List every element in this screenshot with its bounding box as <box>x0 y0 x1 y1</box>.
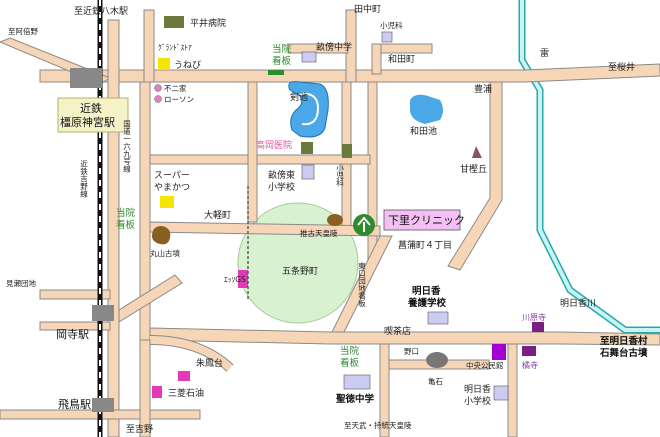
label-yogo: 養護学校 <box>407 297 447 309</box>
label-super: スーパー <box>154 170 190 181</box>
label-seitoku: 聖徳中学 <box>336 393 375 405</box>
label-kinkan: 近鉄吉野線 <box>79 159 88 198</box>
label-toyoura: 豊浦 <box>474 83 492 95</box>
maruyama-mound <box>152 226 171 245</box>
label-takaoka: 高岡医院 <box>256 139 292 151</box>
label-kanban1: 看板 <box>272 55 292 67</box>
chuo-bldg <box>492 344 506 360</box>
label-amakashi: 甘樫丘 <box>460 163 487 175</box>
label-to-yagi: 至近鉄八木駅 <box>74 5 128 17</box>
label-shogakko: 小学校 <box>268 181 295 193</box>
label-okadera: 岡寺駅 <box>56 328 89 341</box>
label-kanban2: 看板 <box>116 219 136 231</box>
asuka-sho-bldg <box>493 385 509 401</box>
label-toin1: 当院 <box>272 43 292 55</box>
label-kengo: 推古天皇陵 <box>300 228 338 238</box>
label-clinic: 下里クリニック <box>388 214 465 227</box>
label-gojono: 五条野町 <box>282 265 318 277</box>
station-label-box <box>57 97 129 133</box>
label-asuka-stn: 飛鳥駅 <box>58 397 91 411</box>
tachibana-bldg <box>522 346 536 356</box>
label-kanban3: 看板 <box>340 357 360 369</box>
label-kawahara: 川原寺 <box>522 313 546 322</box>
label-unebi: うねび <box>174 60 201 71</box>
label-kanaike: 剣池 <box>290 91 308 103</box>
label-higashiguchi: 東口団地看板 <box>357 261 366 309</box>
unebi-jhs-bldg <box>301 51 317 63</box>
shoji1-bldg <box>381 31 393 43</box>
label-chuo: 中央公民館 <box>466 360 504 370</box>
grand-store-bldg <box>158 58 170 70</box>
label-to-sakurai: 至桜井 <box>608 61 635 73</box>
label-to-abe: 至阿倍野 <box>8 26 38 36</box>
label-mitsubishi: 三菱石油 <box>168 387 204 399</box>
label-lawson: ローソン <box>164 95 194 104</box>
kawahara-bldg <box>532 322 544 332</box>
label-noguchi: 野口 <box>404 347 419 356</box>
ekkasu-gs-bldg <box>238 270 248 288</box>
label-yamakatsu: やまかつ <box>154 182 190 193</box>
futatsuya-dot <box>154 84 162 92</box>
roads <box>0 9 660 437</box>
mitsubishi-bldg <box>152 386 162 398</box>
label-kameishi: 亀石 <box>428 376 443 386</box>
kanaike-pond <box>288 81 329 138</box>
takaoka-bldg <box>301 142 313 154</box>
unebi-higashi-bldg <box>301 164 315 180</box>
label-ohgaru: 大軽町 <box>204 209 231 221</box>
amakashi-hill <box>472 146 482 158</box>
wadaike-pond <box>410 94 443 124</box>
label-hamada: 和田町 <box>388 54 415 65</box>
label-shoji1: 小児科 <box>380 20 403 30</box>
hirai-hospital-bldg <box>164 16 184 28</box>
kameishi-rock <box>426 352 448 368</box>
label-asuka-sho2: 小学校 <box>464 395 491 407</box>
label-toin3: 当院 <box>340 345 360 357</box>
label-asuka-school1: 明日香 <box>412 285 441 297</box>
label-ekkasu: ｴｯｿGS <box>224 275 246 284</box>
suiko-mound <box>327 214 343 226</box>
label-toin2: 当院 <box>116 207 136 219</box>
label-to-ishibutai1: 至明日香村 <box>600 335 648 347</box>
yamakatsu-bldg <box>160 196 174 208</box>
label-tachibana: 橘寺 <box>522 360 538 370</box>
suzaku-bldg <box>178 371 190 381</box>
label-kamobu: 菖蒲町４丁目 <box>398 239 452 251</box>
clinic-label-box <box>383 209 461 231</box>
label-mise: 見瀬団地 <box>6 278 36 288</box>
shoji2-bldg <box>342 144 352 158</box>
label-asuka-kawa: 明日香川 <box>560 298 596 309</box>
label-hirai: 平井病院 <box>190 17 226 29</box>
label-ikazuchi: 雷 <box>540 48 549 59</box>
clinic-marker[interactable] <box>353 214 375 236</box>
label-kissa: 喫茶店 <box>384 325 411 337</box>
label-unebi-higashi: 畝傍東 <box>268 169 295 181</box>
label-grand: ｸﾞﾗﾝﾄﾞｽﾄｱ <box>158 43 192 52</box>
lawson-dot <box>154 95 162 103</box>
label-maruyama: 丸山古墳 <box>150 248 180 258</box>
label-kashihara: 橿原神宮駅 <box>60 115 115 129</box>
label-suzaku: 朱鳳台 <box>196 357 223 369</box>
station-asuka-block <box>92 398 114 412</box>
label-futatsuya: 不二家 <box>164 83 187 93</box>
label-tenmu: 至天武・持統天皇陵 <box>344 420 412 430</box>
station-okadera-block <box>92 305 114 321</box>
label-unebi-jhs: 畝傍中学 <box>316 41 352 53</box>
kanban1-mark <box>268 70 284 75</box>
label-tanaka-st: 田中町 <box>354 3 381 15</box>
label-kokudo: 国道一六九号線 <box>122 120 131 173</box>
label-shoji2: 小児科 <box>335 164 344 188</box>
label-asuka-sho1: 明日香 <box>464 384 491 395</box>
station-yagi-block <box>70 68 102 88</box>
label-to-ishibutai2: 石舞台古墳 <box>599 347 648 359</box>
label-kintetsu: 近鉄 <box>80 101 102 115</box>
seitoku-bldg <box>343 374 371 390</box>
yogo-school-bldg <box>427 311 449 325</box>
label-wadaike: 和田池 <box>410 125 437 137</box>
label-to-yoshino: 至吉野 <box>126 424 153 435</box>
